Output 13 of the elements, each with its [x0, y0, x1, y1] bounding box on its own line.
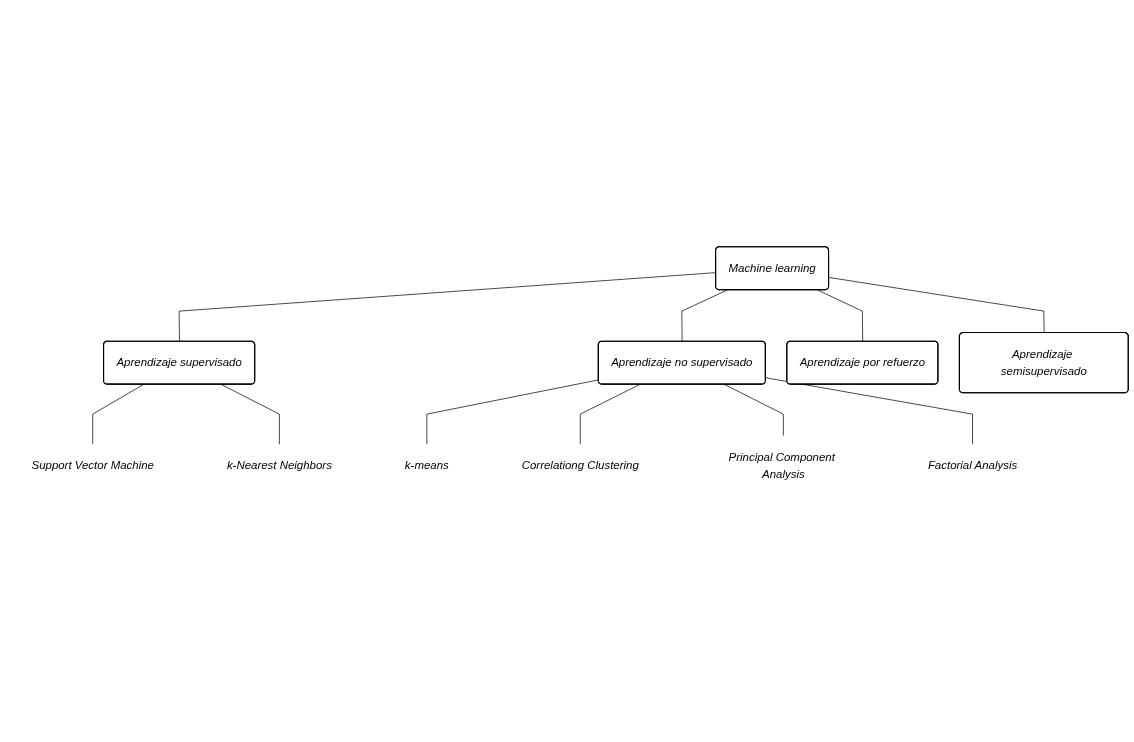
connector: [92, 383, 144, 445]
connector: [579, 383, 641, 445]
connector: [828, 276, 1045, 334]
node-text: Correlationg Clustering: [521, 459, 639, 472]
node-text: Factorial Analysis: [927, 459, 1018, 472]
connector: [426, 379, 599, 445]
connector: [724, 383, 784, 436]
connector: [765, 377, 973, 445]
connector: [220, 383, 280, 445]
node-text: k-means: [404, 459, 449, 472]
node-text: Support Vector Machine: [31, 459, 154, 472]
node-text: k-Nearest Neighbors: [226, 459, 332, 472]
node-text: Principal Component Analysis: [728, 450, 835, 480]
